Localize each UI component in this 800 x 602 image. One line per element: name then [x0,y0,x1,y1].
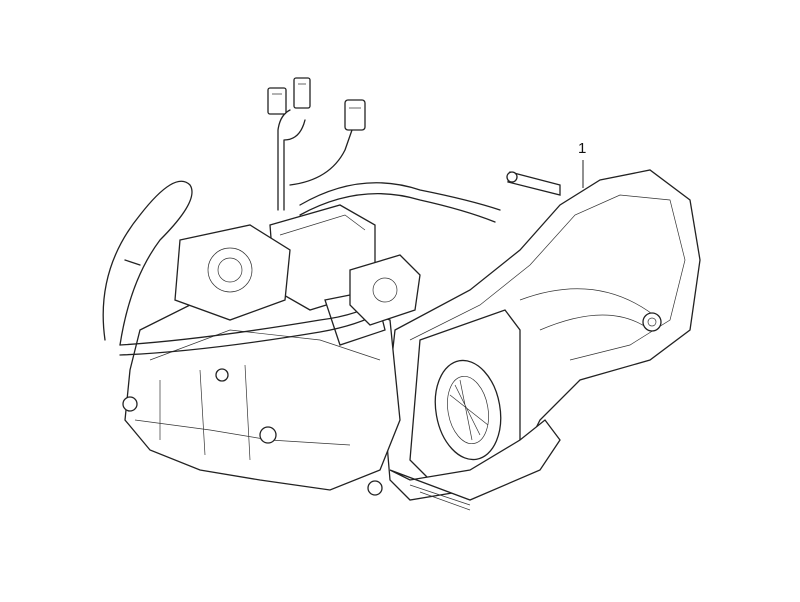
starter-motor [349,254,421,326]
wiring-harness [267,77,366,211]
throttle-body [174,204,386,346]
crankcase-bottom [389,419,561,511]
output-shaft [506,171,561,196]
callout-label-1: 1 [578,140,587,157]
engine-block [122,289,401,496]
air-tube [299,182,501,223]
